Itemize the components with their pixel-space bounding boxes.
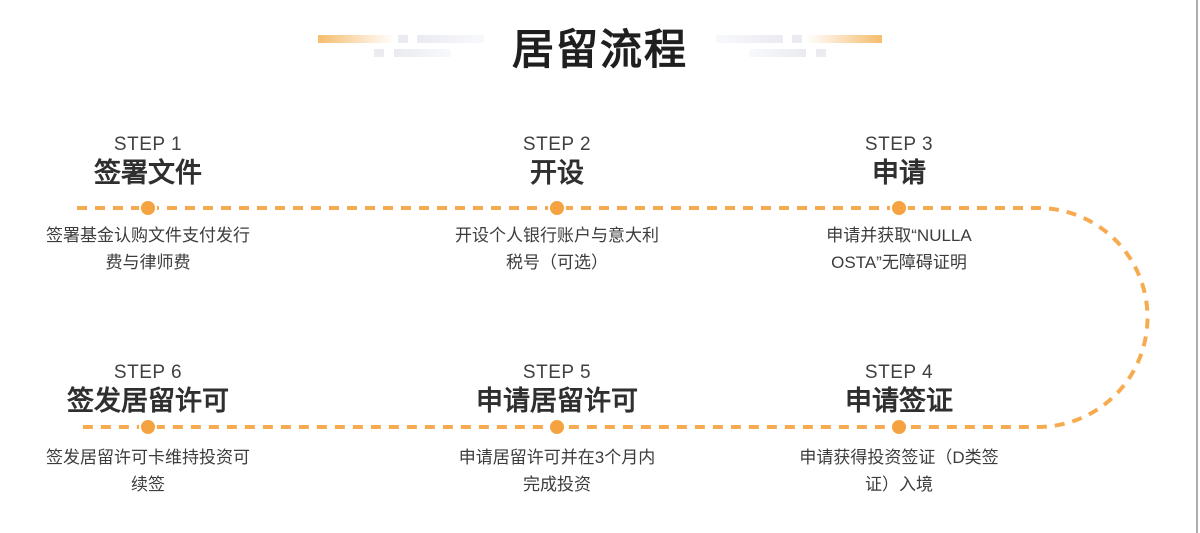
step-2-description: 开设个人银行账户与意大利 税号（可选）: [455, 226, 659, 272]
step-1-description: 签署基金认购文件支付发行 费与律师费: [46, 226, 250, 272]
step-2-name: 开设: [530, 158, 584, 188]
step-dot-5: [548, 418, 566, 436]
decor-gray-square: [398, 35, 408, 43]
step-6-description: 签发居留许可卡维持投资可 续签: [46, 448, 250, 494]
step-6-label: STEP 6: [113, 362, 183, 383]
step-4-label: STEP 4: [864, 362, 934, 383]
step-5-header: STEP 5 申请居留许可: [407, 362, 707, 417]
decor-gray-square: [374, 49, 384, 57]
step-4-name: 申请签证: [845, 386, 953, 416]
step-dot-3: [890, 199, 908, 217]
step-dot-4: [890, 418, 908, 436]
step-5-name: 申请居留许可: [476, 386, 638, 416]
right-edge-divider: [1196, 0, 1198, 533]
page-title: 居留流程: [511, 26, 688, 73]
title-decor-left: [318, 35, 490, 57]
step-6-header: STEP 6 签发居留许可: [0, 362, 298, 417]
decor-gray-bar: [394, 49, 451, 57]
step-dot-2: [548, 199, 566, 217]
step-3-label: STEP 3: [864, 134, 934, 155]
step-1-name: 签署文件: [94, 158, 202, 188]
decor-gray-bar: [417, 35, 484, 43]
step-dot-1: [139, 199, 157, 217]
step-dot-6: [139, 418, 157, 436]
step-2-header: STEP 2 开设: [407, 134, 707, 189]
step-3-name: 申请: [872, 158, 926, 188]
step-1-label: STEP 1: [113, 134, 183, 155]
step-6-name: 签发居留许可: [67, 386, 229, 416]
step-5-description: 申请居留许可并在3个月内 完成投资: [458, 448, 656, 494]
step-4-description: 申请获得投资签证（D类签 证）入境: [799, 448, 999, 494]
step-2-label: STEP 2: [522, 134, 592, 155]
decor-orange-bar: [318, 35, 394, 43]
step-3-description: 申请并获取“NULLA OSTA”无障碍证明: [826, 226, 972, 272]
step-5-label: STEP 5: [522, 362, 592, 383]
step-3-header: STEP 3 申请: [749, 134, 1049, 189]
step-1-header: STEP 1 签署文件: [0, 134, 298, 189]
step-4-header: STEP 4 申请签证: [749, 362, 1049, 417]
